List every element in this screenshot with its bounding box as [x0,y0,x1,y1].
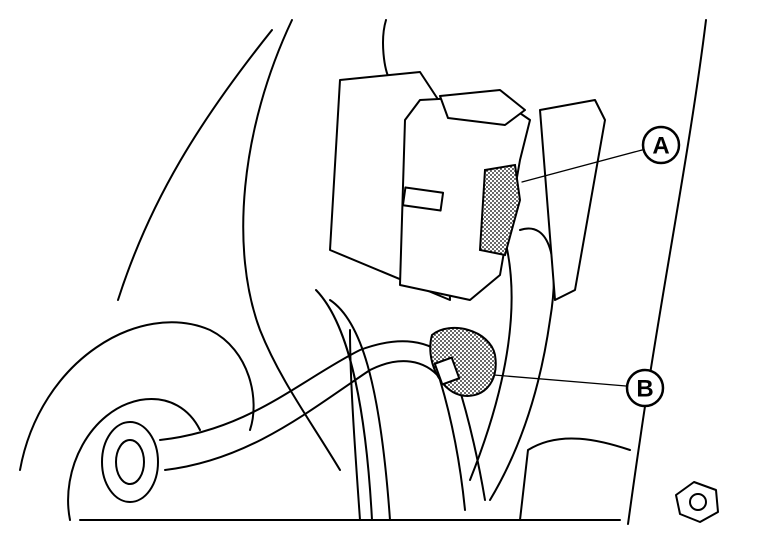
leader-line-b [493,374,627,387]
callout-circle-b [625,368,665,408]
connector-a [478,163,522,257]
leader-line-a [521,149,643,183]
callout-label-a: A [652,133,669,160]
callout-circle-a [641,125,681,165]
callout-a: A [521,125,681,183]
body-panel-outlines [79,19,707,525]
callout-label-b: B [636,376,653,403]
callout-b: B [493,368,665,408]
control-unit [329,71,606,397]
clip-bolt [675,481,719,523]
wheel-housing [19,321,255,521]
